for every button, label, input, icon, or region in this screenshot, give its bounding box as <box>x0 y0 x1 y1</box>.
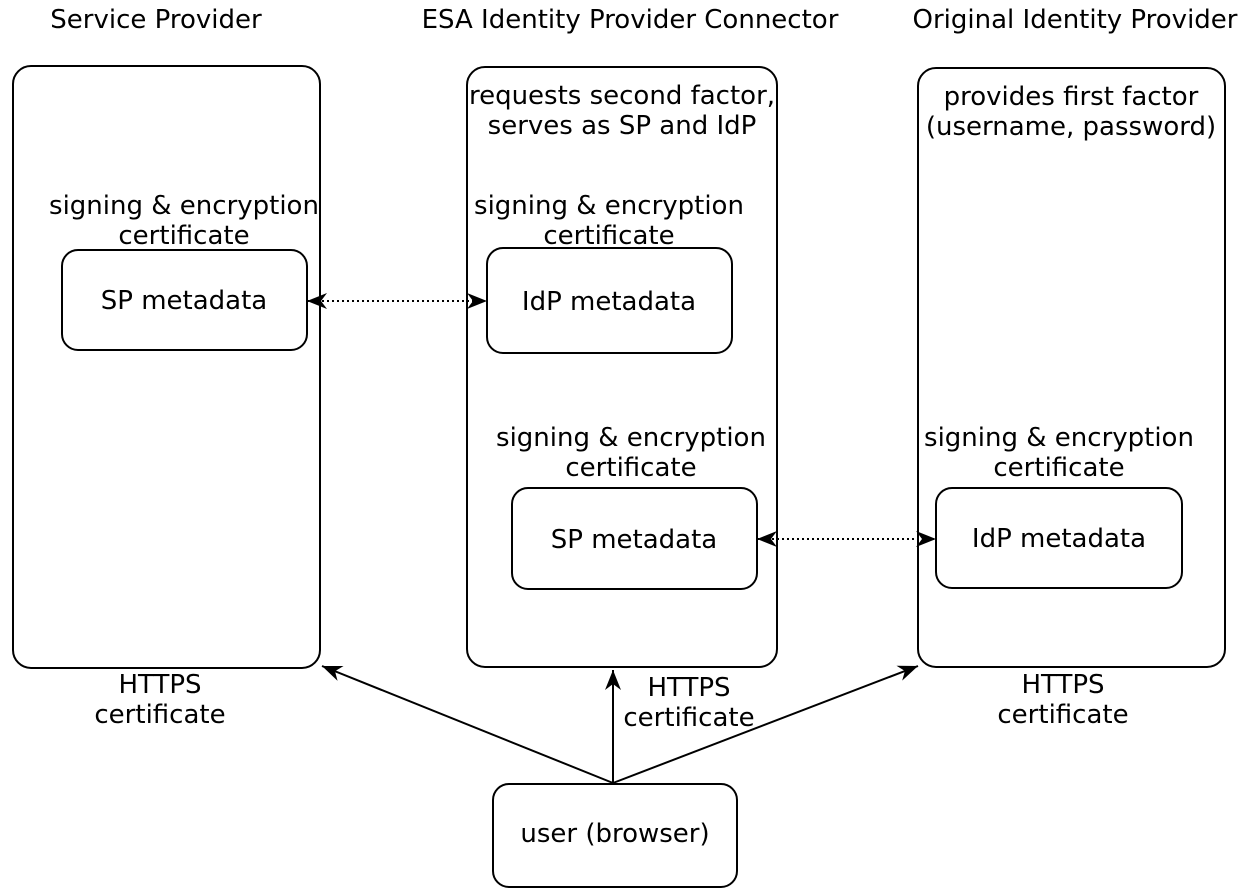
oidp-cert-label-line1: signing & encryption <box>924 423 1194 453</box>
esa-cert-bottom-label-line1: signing & encryption <box>496 423 766 453</box>
original-idp-title: Original Identity Provider <box>913 5 1238 35</box>
oidp-https-label-line1: HTTPS <box>1021 670 1104 700</box>
sp-cert-label-line1: signing & encryption <box>49 191 319 221</box>
esa-role-line2: serves as SP and IdP <box>488 111 757 141</box>
oidp-idp-metadata-label: IdP metadata <box>972 524 1146 554</box>
user-browser-box <box>492 783 738 888</box>
sp-cert-label-line2: certificate <box>118 221 249 251</box>
esa-role-line1: requests second factor, <box>469 81 775 111</box>
esa-idp-metadata-box <box>486 247 733 354</box>
oidp-https-label-line2: certificate <box>997 700 1128 730</box>
user-to-oidp-arrow <box>612 665 919 784</box>
esa-cert-top-label-line2: certificate <box>543 221 674 251</box>
service-provider-box <box>12 65 321 669</box>
sp-https-label-line2: certificate <box>94 700 225 730</box>
service-provider-title: Service Provider <box>50 5 262 35</box>
esa-connector-title: ESA Identity Provider Connector <box>422 5 839 35</box>
oidp-idp-metadata-box <box>935 487 1183 589</box>
sp-metadata-label: SP metadata <box>101 286 267 316</box>
oidp-role-line1: provides first factor <box>944 82 1199 112</box>
sp-https-label-line1: HTTPS <box>118 670 201 700</box>
esa-cert-top-label-line1: signing & encryption <box>474 191 744 221</box>
oidp-role-line2: (username, password) <box>926 112 1216 142</box>
esa-https-label-line1: HTTPS <box>647 673 730 703</box>
esa-https-label-line2: certificate <box>623 703 754 733</box>
esa-sp-metadata-label: SP metadata <box>551 525 717 555</box>
oidp-cert-label-line2: certificate <box>993 453 1124 483</box>
user-to-sp-arrow <box>321 665 614 784</box>
esa-idp-metadata-label: IdP metadata <box>522 287 696 317</box>
esa-cert-bottom-label-line2: certificate <box>565 453 696 483</box>
user-browser-label: user (browser) <box>520 819 709 849</box>
